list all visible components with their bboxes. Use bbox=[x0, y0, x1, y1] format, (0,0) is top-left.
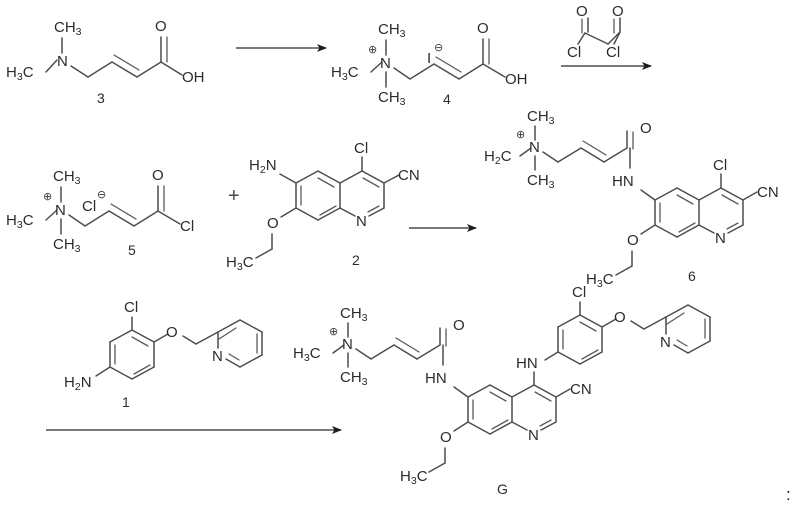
atom-label-o-2-ethoxy: O bbox=[267, 215, 279, 232]
charge-plus-6: ⊕ bbox=[516, 129, 525, 141]
atom-label-n-g: N bbox=[342, 336, 353, 353]
charge-plus-4: ⊕ bbox=[368, 44, 377, 56]
charge-minus-4: ⊖ bbox=[434, 42, 443, 54]
charge-plus-5: ⊕ bbox=[43, 191, 52, 203]
atom-label-ch3-g-down: CH3 bbox=[340, 369, 368, 388]
atom-label-oh-3: OH bbox=[182, 69, 205, 86]
atom-label-hn-g-anilino: HN bbox=[516, 355, 538, 372]
atom-label-h2n-2: H2N bbox=[249, 157, 277, 176]
compound-label-g: G bbox=[497, 481, 508, 497]
atom-label-h3c-g-ethoxy: H3C bbox=[400, 468, 428, 487]
atom-label-o-6-ethoxy: O bbox=[627, 232, 639, 249]
atom-label-cn-6: CN bbox=[757, 184, 779, 201]
atom-label-o-oxalyl-right: O bbox=[612, 3, 624, 20]
atom-label-cn-g: CN bbox=[570, 381, 592, 398]
atom-label-cn-2: CN bbox=[398, 167, 420, 184]
atom-label-oh-4: OH bbox=[505, 71, 528, 88]
atom-label-o-g-ether: O bbox=[614, 309, 626, 326]
atom-label-h3c-3a: H3C bbox=[6, 64, 34, 83]
atom-label-cl-5-acyl: Cl bbox=[180, 218, 194, 235]
atom-label-n-3: N bbox=[57, 53, 68, 70]
atom-label-cl-2: Cl bbox=[354, 140, 368, 157]
atom-label-cl-6: Cl bbox=[713, 157, 727, 174]
atom-label-n-2-ring: N bbox=[356, 213, 367, 230]
atom-label-ch3-4-down: CH3 bbox=[378, 89, 406, 108]
structure-compound-1: H2N Cl O N 1 bbox=[64, 299, 263, 410]
atom-label-ch3-6-up: CH3 bbox=[527, 108, 555, 127]
structure-compound-4: H3C N ⊕ CH3 CH3 O OH I ⊖ 4 bbox=[331, 20, 528, 108]
structure-compound-g: H3C N ⊕ CH3 CH3 O HN bbox=[293, 284, 711, 497]
compound-label-5: 5 bbox=[128, 242, 136, 258]
atom-label-n-5: N bbox=[55, 202, 66, 219]
atom-label-h3c-6: H3C bbox=[586, 271, 614, 290]
atom-label-cl-1: Cl bbox=[124, 299, 138, 316]
atom-label-ch3-4-up: CH3 bbox=[378, 21, 406, 40]
atom-label-ch3-6-down: CH3 bbox=[527, 172, 555, 191]
compound-label-4: 4 bbox=[443, 91, 451, 107]
atom-label-hn-g-amide: HN bbox=[425, 370, 447, 387]
atom-label-ch3-5-up: CH3 bbox=[53, 168, 81, 187]
atom-label-h3c-5: H3C bbox=[6, 212, 34, 231]
atom-label-h3c-4: H3C bbox=[331, 64, 359, 83]
charge-minus-5: ⊖ bbox=[97, 189, 106, 201]
atom-label-o-3: O bbox=[155, 18, 167, 35]
charge-plus-g: ⊕ bbox=[329, 326, 338, 338]
atom-label-chloride-5: Cl bbox=[82, 198, 96, 215]
atom-label-n-4: N bbox=[380, 55, 391, 72]
atom-label-o-6-amide: O bbox=[640, 120, 652, 137]
atom-label-n-6: N bbox=[529, 139, 540, 156]
bottom-right-mark: : bbox=[786, 485, 791, 504]
structure-compound-3: H3C N CH3 O OH 3 bbox=[6, 18, 205, 106]
compound-label-2: 2 bbox=[352, 252, 360, 268]
atom-label-h2c-6: H2C bbox=[484, 148, 512, 167]
structure-compound-6: H2C N ⊕ CH3 CH3 O HN bbox=[484, 108, 779, 290]
atom-label-h3c-2: H3C bbox=[226, 254, 254, 273]
reagent-oxalyl-chloride: O O Cl Cl bbox=[567, 3, 624, 61]
atom-label-h2n-1: H2N bbox=[64, 374, 92, 393]
atom-label-ch3-g-up: CH3 bbox=[340, 305, 368, 324]
atom-label-o-1-ether: O bbox=[166, 324, 178, 341]
atom-label-o-g-amide: O bbox=[453, 317, 465, 334]
atom-label-cl-g: Cl bbox=[572, 284, 586, 301]
atom-label-cl-oxalyl-right: Cl bbox=[606, 44, 620, 61]
atom-label-n-g-pyridine: N bbox=[660, 334, 671, 351]
atom-label-o-g-ethoxy: O bbox=[440, 429, 452, 446]
compound-label-6: 6 bbox=[688, 268, 696, 284]
atom-label-h3c-g: H3C bbox=[293, 345, 321, 364]
atom-label-o-4: O bbox=[477, 20, 489, 37]
atom-label-n-g-quinoline: N bbox=[528, 427, 539, 444]
atom-label-ch3-5-down: CH3 bbox=[53, 236, 81, 255]
atom-label-o-oxalyl-left: O bbox=[576, 3, 588, 20]
structure-compound-2: H2N O H3C N Cl CN 2 bbox=[226, 140, 420, 273]
atom-label-n-1-pyridine: N bbox=[212, 348, 223, 365]
atom-label-n-6-ring: N bbox=[715, 230, 726, 247]
compound-label-1: 1 bbox=[122, 394, 130, 410]
atom-label-hn-6: HN bbox=[612, 173, 634, 190]
atom-label-ch3-3: CH3 bbox=[54, 19, 82, 38]
compound-label-3: 3 bbox=[97, 90, 105, 106]
atom-label-cl-oxalyl-left: Cl bbox=[567, 44, 581, 61]
structure-compound-5: H3C N ⊕ CH3 CH3 Cl ⊖ O Cl 5 bbox=[6, 167, 194, 258]
atom-label-iodide-4: I bbox=[427, 50, 431, 67]
plus-sign: + bbox=[228, 185, 240, 207]
atom-label-o-5: O bbox=[152, 167, 164, 184]
